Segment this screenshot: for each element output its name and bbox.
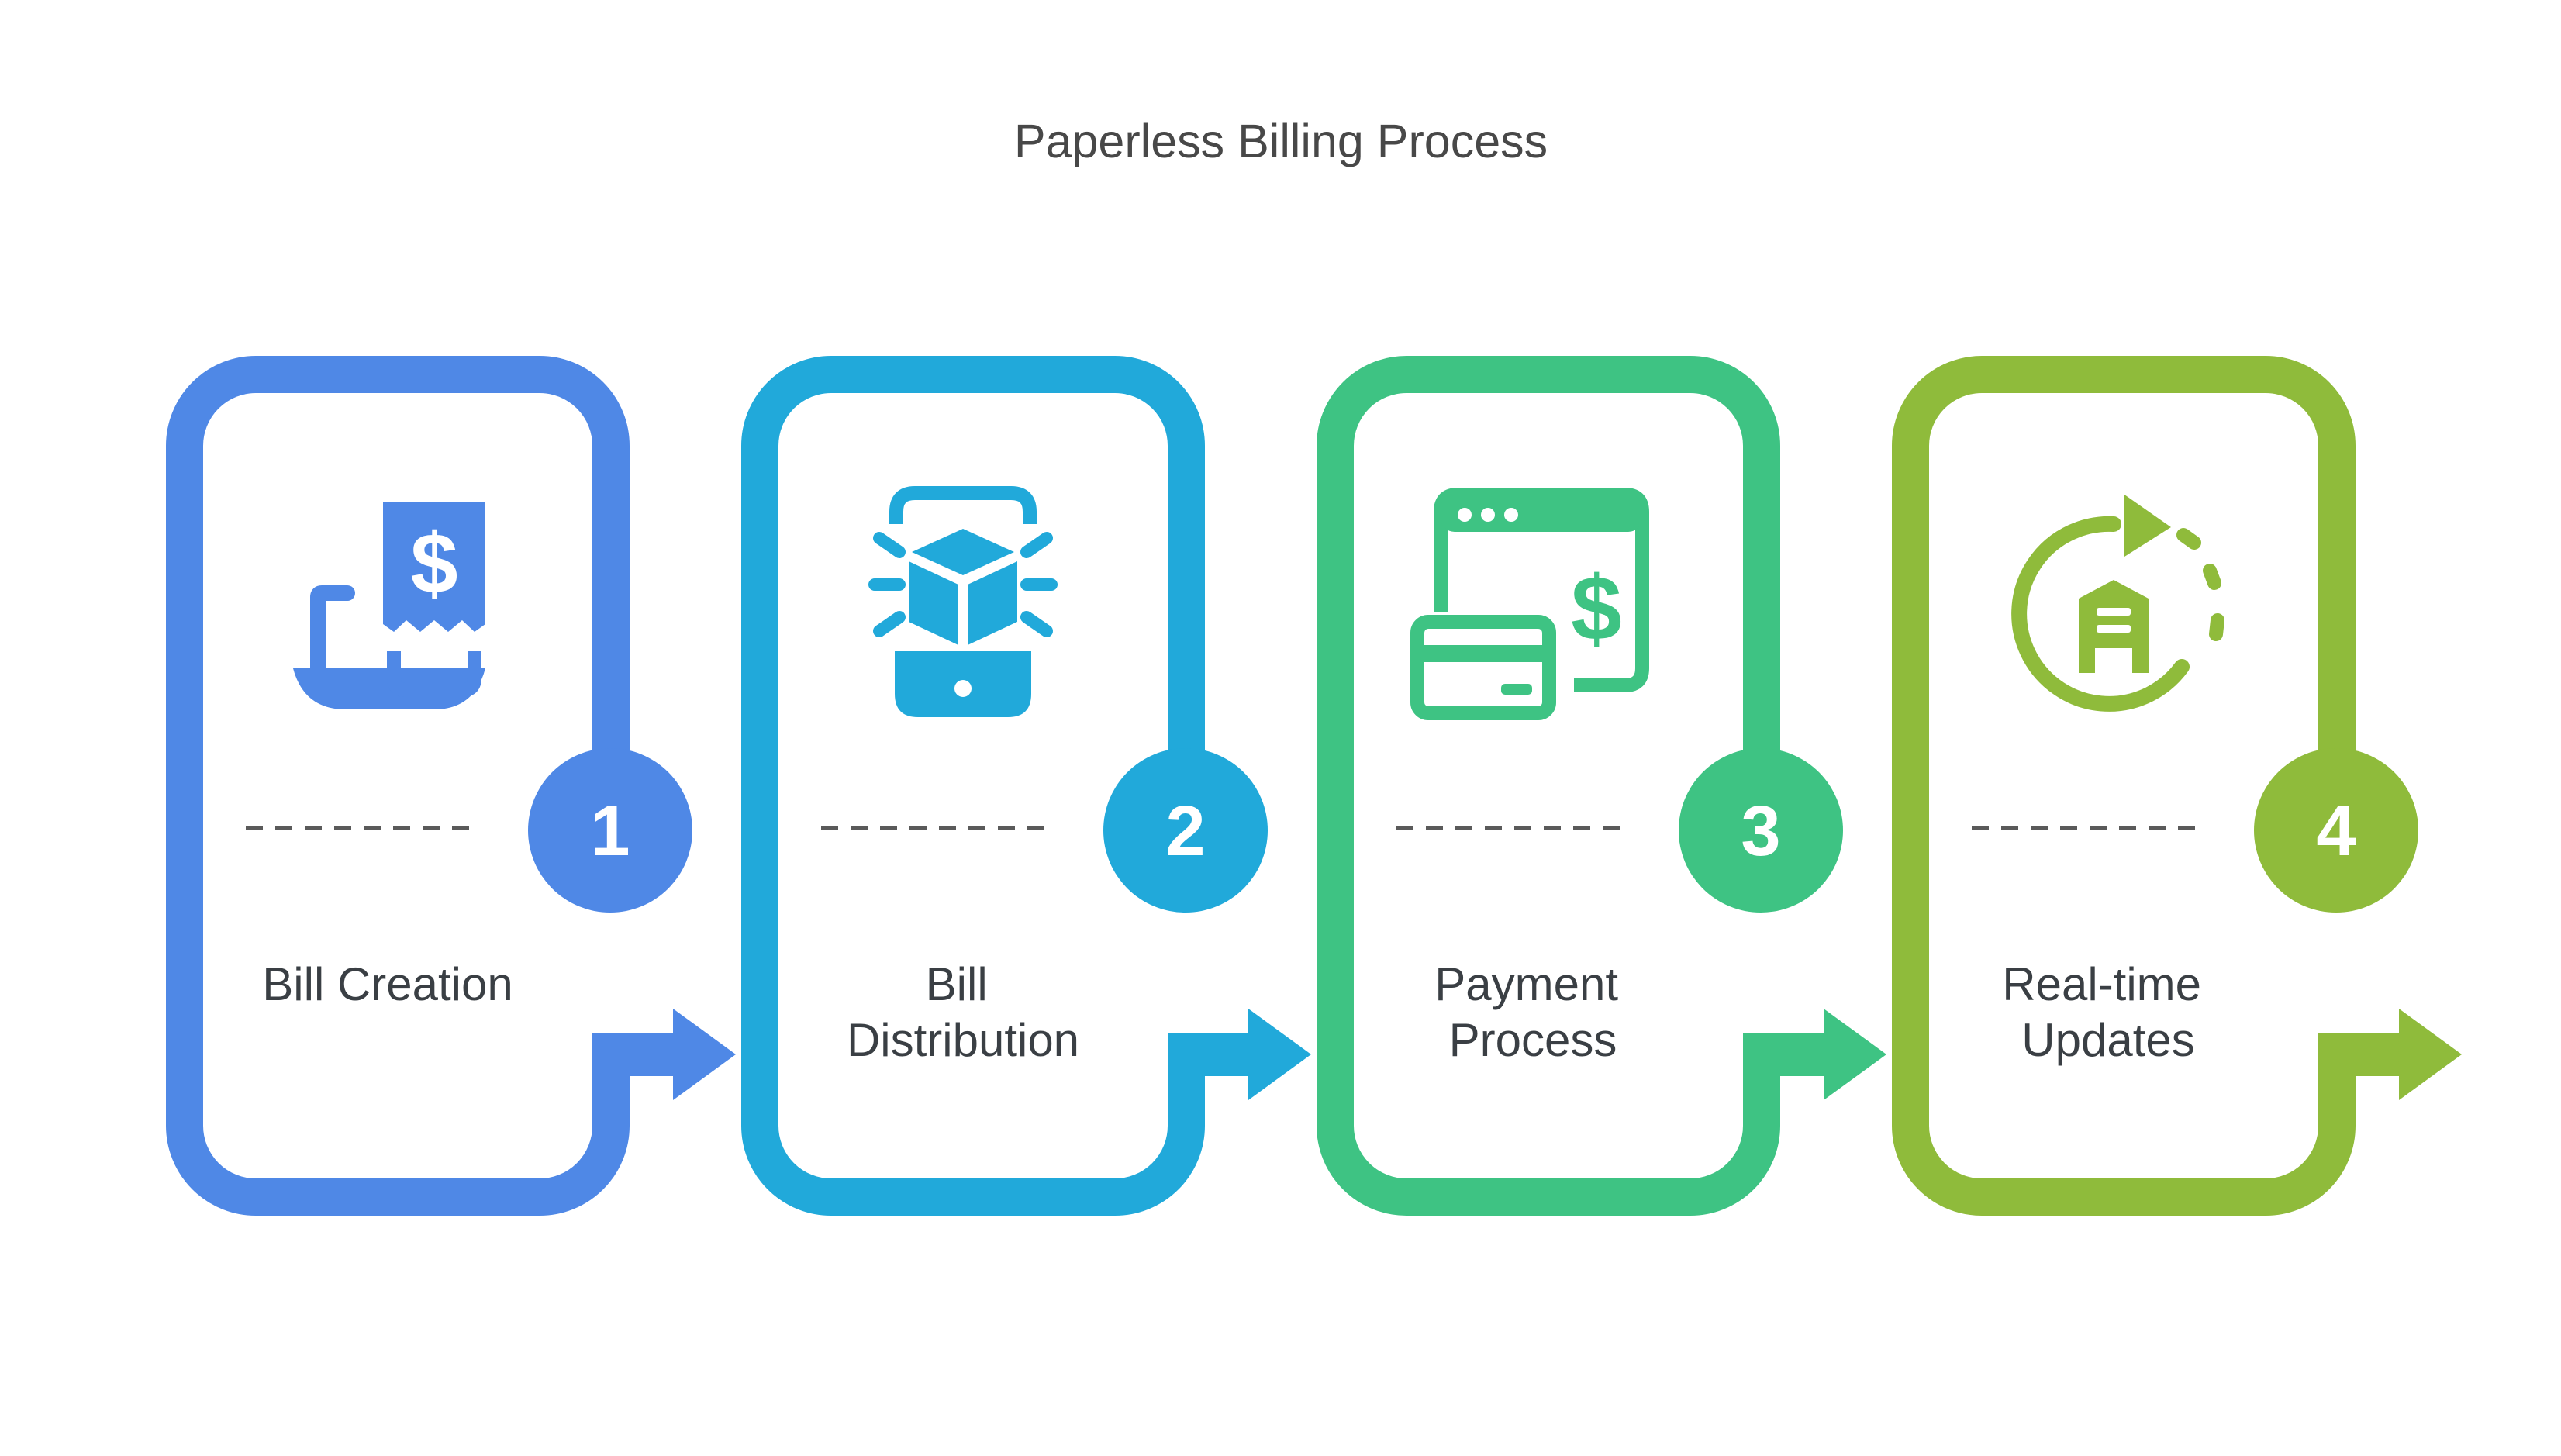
step-4-arrow (2318, 1009, 2462, 1100)
step-4-number: 4 (2316, 792, 2356, 871)
diagram-title: Paperless Billing Process (1014, 115, 1548, 167)
step-2-number-circle (1103, 748, 1268, 913)
credit-card-browser-payment-icon: $ (1410, 488, 1649, 720)
step-2: 2 Bill Distribution (741, 356, 1311, 1216)
step-2-label: Bill Distribution (847, 958, 1079, 1066)
laptop-receipt-icon: $ (293, 502, 485, 709)
step-1-frame (166, 356, 630, 1216)
step-4-number-circle (2254, 748, 2418, 913)
step-2-label-line-2: Distribution (847, 1014, 1079, 1066)
step-4-label-line-2: Updates (2021, 1014, 2194, 1066)
step-1-number: 1 (590, 792, 630, 871)
step-3-label-line-1: Payment (1434, 958, 1618, 1010)
step-3-number: 3 (1741, 792, 1780, 871)
svg-text:$: $ (410, 516, 457, 612)
step-3: 3 Payment Process $ (1317, 356, 1886, 1216)
step-4: 4 Real-time Updates (1892, 356, 2462, 1216)
step-4-frame (1892, 356, 2356, 1216)
step-3-badge: 3 (1679, 748, 1843, 913)
phone-box-broadcast-icon (868, 486, 1058, 717)
step-3-arrow (1743, 1009, 1886, 1100)
step-2-badge: 2 (1103, 748, 1268, 913)
step-1: 1 Bill Creation $ (166, 356, 736, 1216)
step-3-number-circle (1679, 748, 1843, 913)
step-3-label-line-2: Process (1449, 1014, 1617, 1066)
step-1-label-line-1: Bill Creation (262, 958, 513, 1010)
step-2-number: 2 (1165, 792, 1205, 871)
svg-text:$: $ (1571, 557, 1622, 660)
step-2-arrow (1168, 1009, 1311, 1100)
step-4-label: Real-time Updates (2002, 958, 2214, 1066)
step-4-label-line-1: Real-time (2002, 958, 2201, 1010)
step-1-number-circle (528, 748, 692, 913)
step-1-arrow (592, 1009, 736, 1100)
refresh-cycle-building-icon (2011, 495, 2224, 712)
step-4-badge: 4 (2254, 748, 2418, 913)
step-2-label-line-1: Bill (926, 958, 988, 1010)
step-1-badge: 1 (528, 748, 692, 913)
step-3-frame (1317, 356, 1780, 1216)
step-2-frame (741, 356, 1205, 1216)
step-3-label: Payment Process (1434, 958, 1631, 1066)
step-1-label: Bill Creation (262, 958, 513, 1010)
